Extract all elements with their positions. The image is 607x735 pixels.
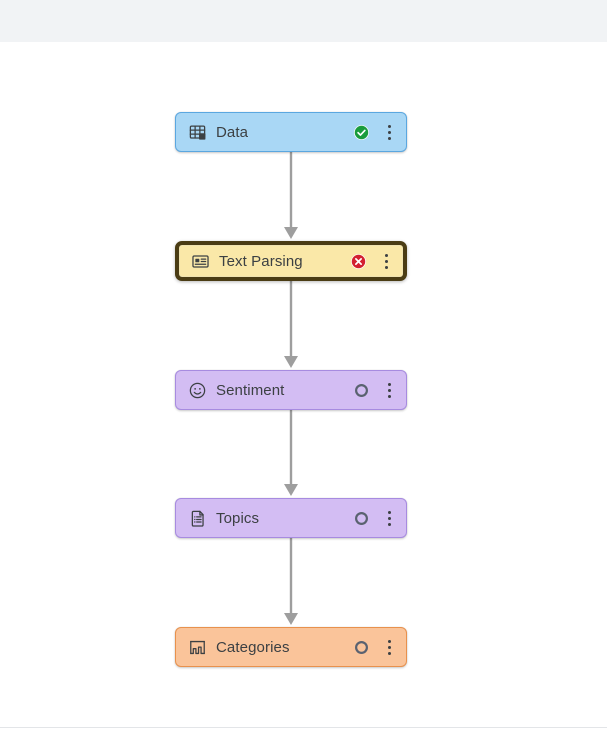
more-vertical-icon[interactable] bbox=[379, 251, 393, 271]
check-circle-icon[interactable] bbox=[352, 123, 370, 141]
more-vertical-icon[interactable] bbox=[382, 637, 396, 657]
document-list-icon bbox=[187, 508, 207, 528]
node-label: Sentiment bbox=[216, 381, 285, 399]
workflow-node-text-parsing[interactable]: Text Parsing bbox=[175, 241, 407, 281]
table-icon bbox=[187, 122, 207, 142]
more-vertical-icon[interactable] bbox=[382, 380, 396, 400]
circle-outline-icon[interactable] bbox=[352, 381, 370, 399]
histogram-icon bbox=[187, 637, 207, 657]
toolbar-strip bbox=[0, 0, 607, 42]
bottom-divider bbox=[0, 727, 607, 728]
workflow-node-topics[interactable]: Topics bbox=[175, 498, 407, 538]
workflow-node-sentiment[interactable]: Sentiment bbox=[175, 370, 407, 410]
node-label: Categories bbox=[216, 638, 290, 656]
node-label: Topics bbox=[216, 509, 260, 527]
text-card-icon bbox=[190, 251, 210, 271]
node-label: Text Parsing bbox=[219, 252, 303, 270]
node-body: Text Parsing bbox=[179, 245, 403, 277]
error-circle-icon[interactable] bbox=[349, 252, 367, 270]
workflow-node-data[interactable]: Data bbox=[175, 112, 407, 152]
more-vertical-icon[interactable] bbox=[382, 122, 396, 142]
more-vertical-icon[interactable] bbox=[382, 508, 396, 528]
circle-outline-icon[interactable] bbox=[352, 509, 370, 527]
workflow-node-categories[interactable]: Categories bbox=[175, 627, 407, 667]
node-label: Data bbox=[216, 123, 249, 141]
circle-outline-icon[interactable] bbox=[352, 638, 370, 656]
smiley-icon bbox=[187, 380, 207, 400]
